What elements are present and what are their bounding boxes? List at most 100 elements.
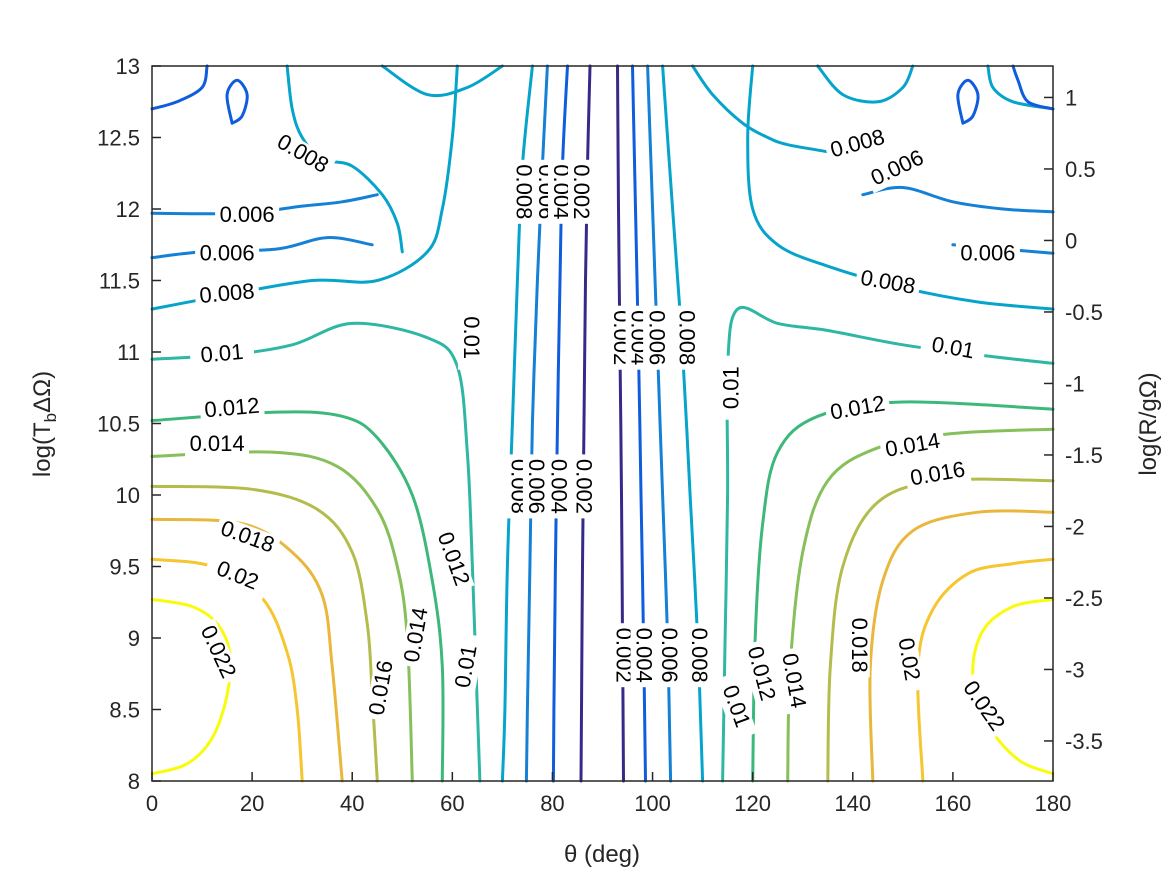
right-y-tick-label: -1.5 xyxy=(1065,443,1103,468)
contour-label-bg xyxy=(199,394,266,424)
contour-label-bg xyxy=(194,280,261,310)
contour-label-bg xyxy=(712,672,758,741)
contour-label-bg xyxy=(399,601,435,669)
contour-line-0.006 xyxy=(150,193,379,216)
contour-label-bg xyxy=(185,433,250,457)
contour-label-bg xyxy=(545,454,570,519)
contour-label-bg xyxy=(268,128,336,182)
contour-label-bg xyxy=(189,340,256,370)
right-y-tick-label: -3 xyxy=(1065,657,1085,682)
contour-label: 0.006 xyxy=(524,459,549,514)
contour-line-0.008 xyxy=(816,64,915,104)
contour-label-bg xyxy=(919,331,987,367)
contour-line-0.008 xyxy=(691,64,830,154)
contour-line-0.008 xyxy=(746,64,1055,311)
contour-label-bg xyxy=(568,159,592,224)
contour-labels: 0.0080.0060.0060.0080.010.0120.0140.0180… xyxy=(185,124,1020,741)
contour-label: 0.012 xyxy=(203,393,260,423)
contour-label-bg xyxy=(890,625,926,694)
contour-label-bg xyxy=(845,613,870,678)
right-y-axis-ticks: -3.5-3-2.5-2-1.5-1-0.500.51 xyxy=(1044,85,1103,754)
contour-line-0.008 xyxy=(285,64,404,254)
contour-label: 0.01 xyxy=(459,316,484,359)
left-y-tick-label: 8 xyxy=(128,769,140,794)
contour-label-bg xyxy=(863,144,932,194)
contour-label-bg xyxy=(364,654,400,722)
contour-line-0.012 xyxy=(150,410,445,783)
left-y-tick-label: 10.5 xyxy=(97,412,140,437)
contour-label-bg xyxy=(195,242,260,267)
contour-label-bg xyxy=(510,159,535,224)
contour-label-bg xyxy=(192,618,242,687)
contour-label-bg xyxy=(457,305,482,370)
contour-line-0.008 xyxy=(380,64,504,98)
contour-label-bg xyxy=(954,673,1012,740)
left-y-tick-label: 9 xyxy=(128,626,140,651)
contour-line-0.004 xyxy=(150,64,209,111)
contour-label-bg xyxy=(955,242,1020,267)
contour-line-0.004 xyxy=(225,78,249,125)
left-y-tick-label: 13 xyxy=(116,54,140,79)
x-tick-label: 40 xyxy=(340,791,364,816)
right-y-tick-label: -2 xyxy=(1065,514,1085,539)
contour-label: 0.004 xyxy=(632,628,657,683)
contour-label-bg xyxy=(879,429,947,464)
contour-label-bg xyxy=(673,305,698,370)
contour-label: 0.01 xyxy=(718,366,743,409)
contour-line-0.018 xyxy=(868,509,1055,783)
contour-label-bg xyxy=(720,355,745,420)
x-tick-label: 140 xyxy=(834,791,871,816)
left-y-axis-label-rest: ΔΩ) xyxy=(29,371,56,413)
contour-label: 0.008 xyxy=(512,164,537,219)
contour-label-bg xyxy=(854,266,922,301)
right-y-tick-label: -2.5 xyxy=(1065,586,1103,611)
contour-label-bg xyxy=(548,159,572,224)
contour-line-0.022 xyxy=(971,597,1055,776)
contour-label: 0.006 xyxy=(220,202,275,227)
contour-label: 0.004 xyxy=(547,459,572,514)
contour-label: 0.006 xyxy=(644,310,669,365)
left-y-tick-label: 11 xyxy=(117,340,140,365)
contour-label: 0.008 xyxy=(687,628,712,683)
contour-label-bg xyxy=(610,623,635,688)
contour-label-bg xyxy=(202,553,272,600)
contour-line-0.004 xyxy=(956,78,980,125)
contour-label-bg xyxy=(655,623,680,688)
contour-line-0.006 xyxy=(861,185,1055,214)
contour-label-bg xyxy=(215,204,280,229)
contour-label-bg xyxy=(430,525,475,594)
contour-line-0.006 xyxy=(150,236,374,260)
contour-label-bg xyxy=(824,391,892,427)
contour-label-bg xyxy=(570,454,595,519)
left-y-axis-label-subscript: b xyxy=(41,413,60,422)
contour-label-bg xyxy=(775,647,811,715)
contour-label-bg xyxy=(685,623,710,688)
right-y-tick-label: 1 xyxy=(1065,85,1077,110)
x-tick-label: 60 xyxy=(440,791,464,816)
right-y-tick-label: -3.5 xyxy=(1065,729,1103,754)
contour-label: 0.01 xyxy=(200,339,245,368)
contour-label-bg xyxy=(643,305,668,370)
contour-label-bg xyxy=(522,454,547,519)
left-y-tick-label: 8.5 xyxy=(109,698,140,723)
x-tick-label: 120 xyxy=(734,791,771,816)
left-y-tick-label: 10 xyxy=(116,483,140,508)
x-axis-label: θ (deg) xyxy=(564,841,640,868)
contour-label-bg xyxy=(823,124,892,165)
contour-line-0.004 xyxy=(1011,64,1055,111)
contour-label-bg xyxy=(449,633,485,701)
right-y-axis-label: log(R/gΩ) xyxy=(1135,372,1162,475)
contour-label-bg xyxy=(904,457,972,493)
x-tick-label: 160 xyxy=(935,791,972,816)
contour-label: 0.006 xyxy=(200,241,255,266)
contour-label: 0.008 xyxy=(198,278,255,308)
x-tick-label: 180 xyxy=(1035,791,1072,816)
right-y-tick-label: 0 xyxy=(1065,228,1077,253)
left-y-tick-label: 12 xyxy=(116,197,140,222)
contour-label: 0.002 xyxy=(569,164,594,219)
x-tick-label: 80 xyxy=(540,791,564,816)
right-y-tick-label: -1 xyxy=(1065,371,1085,396)
